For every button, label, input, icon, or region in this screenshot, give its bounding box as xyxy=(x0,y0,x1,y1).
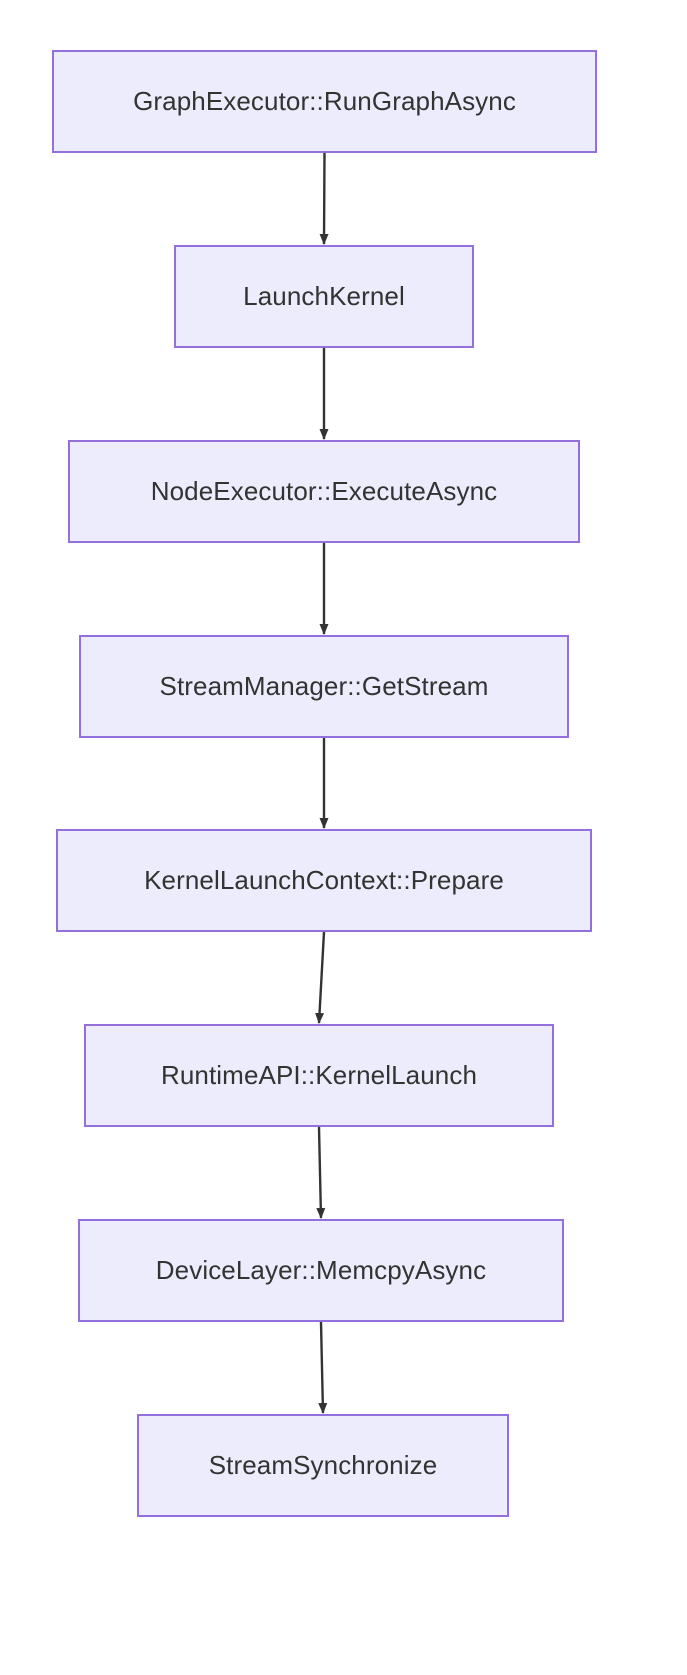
flow-node-label: StreamManager::GetStream xyxy=(159,670,489,701)
flow-node-label: NodeExecutor::ExecuteAsync xyxy=(150,475,498,506)
flow-node-label: GraphExecutor::RunGraphAsync xyxy=(133,85,516,116)
flow-node-n4[interactable]: StreamManager::GetStream xyxy=(79,635,569,738)
flow-node-label: DeviceLayer::MemcpyAsync xyxy=(155,1254,487,1285)
flow-node-n2[interactable]: LaunchKernel xyxy=(174,245,474,348)
flow-node-n6[interactable]: RuntimeAPI::KernelLaunch xyxy=(84,1024,554,1127)
flow-node-label: StreamSynchronize xyxy=(208,1449,438,1480)
flow-node-n5[interactable]: KernelLaunchContext::Prepare xyxy=(56,829,592,932)
flow-node-n3[interactable]: NodeExecutor::ExecuteAsync xyxy=(68,440,580,543)
flow-node-n1[interactable]: GraphExecutor::RunGraphAsync xyxy=(52,50,597,153)
flow-node-label: KernelLaunchContext::Prepare xyxy=(144,864,504,895)
flow-node-label: RuntimeAPI::KernelLaunch xyxy=(160,1059,478,1090)
flow-node-n8[interactable]: StreamSynchronize xyxy=(137,1414,509,1517)
flow-node-n7[interactable]: DeviceLayer::MemcpyAsync xyxy=(78,1219,564,1322)
flow-node-label: LaunchKernel xyxy=(243,280,405,311)
